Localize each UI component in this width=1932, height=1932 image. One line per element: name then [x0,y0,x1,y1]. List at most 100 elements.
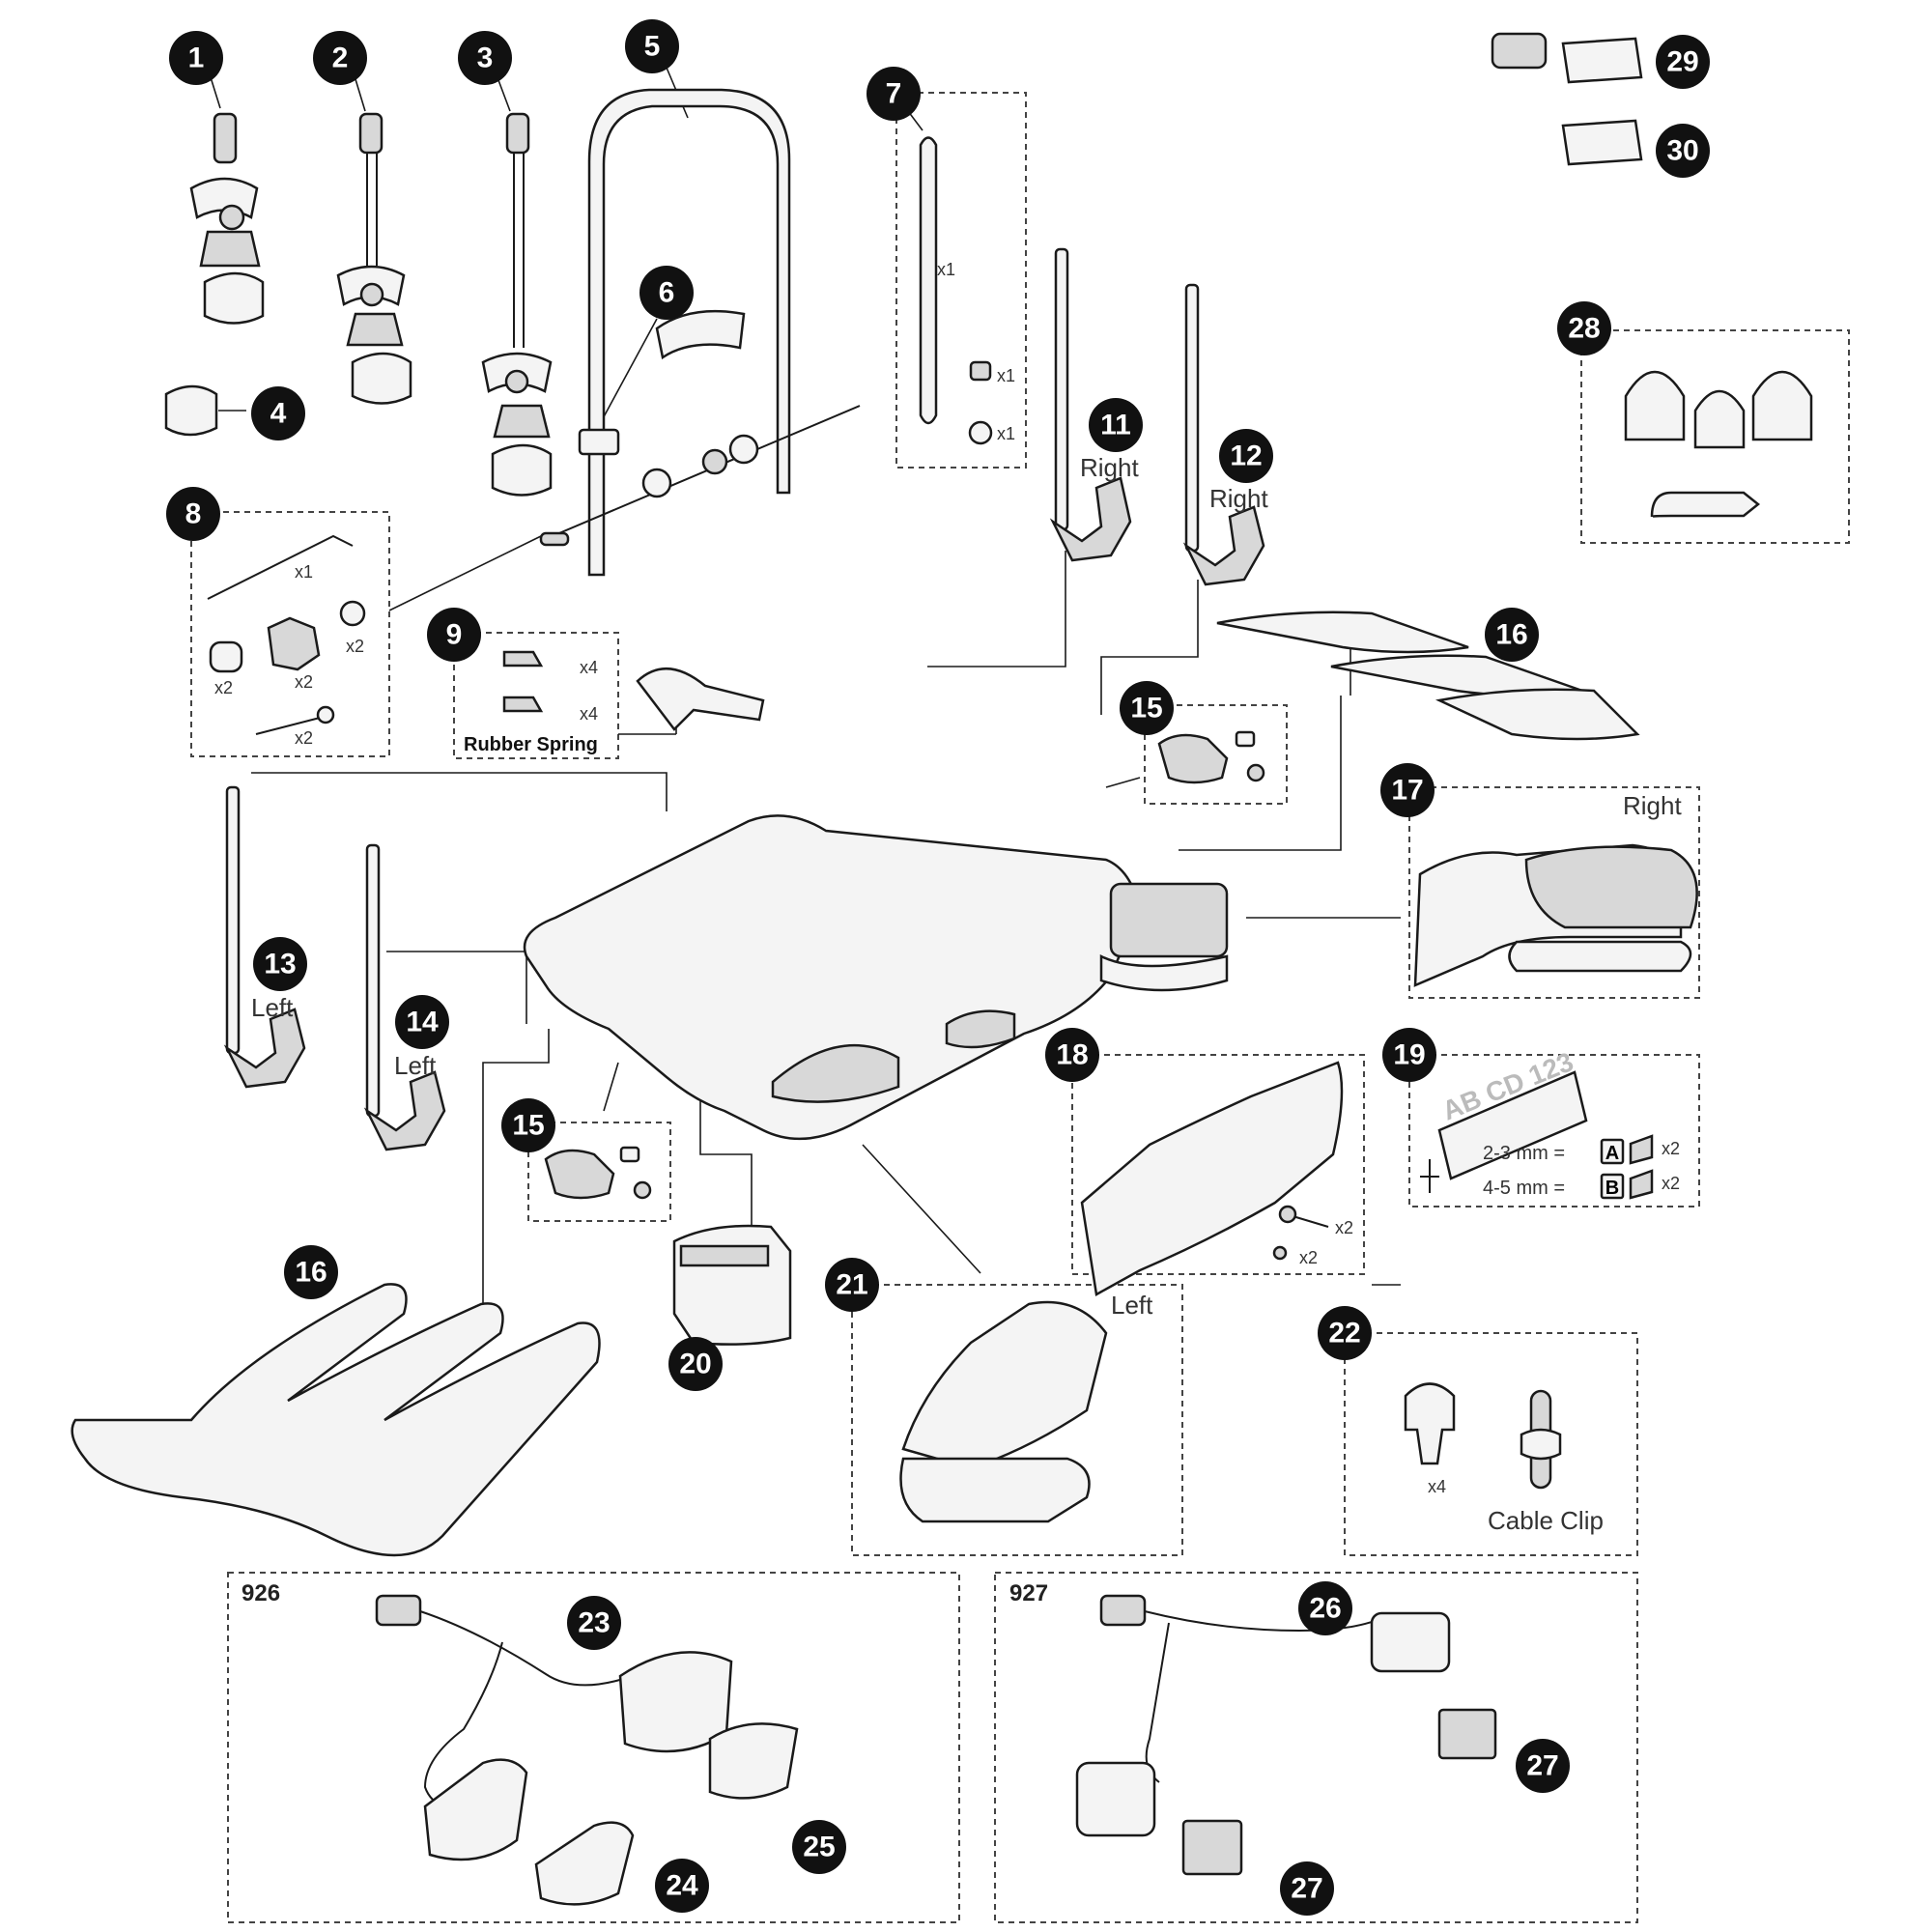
qty-8-washer: x2 [346,637,364,656]
group-box-926 [227,1572,960,1923]
part-plate-adapter [1420,1070,1654,1200]
qty-19-a: x2 [1662,1139,1680,1158]
callout-24-badge [655,1859,709,1913]
callout-3-badge [458,31,512,85]
callout-1: 1 [169,31,223,85]
callout-7-badge [867,67,921,121]
part-frame-holder-short [189,112,265,325]
part-strap-set [919,136,993,445]
callout-20-badge [668,1337,723,1391]
group-box-17 [1408,786,1700,999]
qty-9-b: x4 [580,704,598,724]
part-arm-right-12 [1182,283,1265,586]
callout-24-number: 24 [666,1870,698,1902]
label-right-17: Right [1623,791,1682,820]
kit-926-label: 926 [242,1580,280,1606]
part-lamp-housing-left [899,1300,1108,1523]
callout-12-badge [1219,429,1273,483]
callout-3: 3 [458,31,512,85]
group-box-15-top [1144,704,1288,805]
kit-927-label: 927 [1009,1580,1048,1606]
callout-19-number: 19 [1393,1039,1425,1071]
callout-25-number: 25 [803,1832,835,1863]
qty-8-bolt: x2 [295,728,313,748]
callout-28: 28 [1557,301,1611,355]
callout-27-bottom-number: 27 [1291,1873,1322,1905]
callout-19: 19 [1382,1028,1436,1082]
callout-23-badge [567,1596,621,1650]
qty-9-a: x4 [580,658,598,677]
thickness-b: 4-5 mm = [1483,1178,1565,1199]
callout-14-number: 14 [406,1007,439,1038]
part-frame-holder-long [481,112,553,497]
qty-19-b: x2 [1662,1174,1680,1193]
callout-22: 22 [1318,1306,1372,1360]
callout-27-bottom-badge [1280,1861,1334,1916]
callout-11: 11 [1089,398,1143,452]
label-right-11: Right [1080,453,1139,482]
group-box-28 [1580,329,1850,544]
callout-1-number: 1 [188,43,205,74]
part-knob-cover [164,384,218,437]
callout-23: 23 [567,1596,621,1650]
callout-14: 14 [395,995,449,1049]
callout-2-badge [313,31,367,85]
label-right-12: Right [1209,484,1268,513]
callout-18: 18 [1045,1028,1099,1082]
callout-21: 21 [825,1258,879,1312]
qty-7-washer: x1 [997,424,1015,443]
part-lamp-housing-right [1413,843,1698,987]
callout-5-number: 5 [644,31,661,63]
part-arm-left-13 [223,785,306,1089]
callout-2: 2 [313,31,367,85]
label-left-21: Left [1111,1291,1153,1320]
callout-16-bottom-number: 16 [295,1257,327,1289]
callout-12: 12 [1219,429,1273,483]
part-bike-arch [587,88,791,577]
callout-1-badge [169,31,223,85]
callout-20-number: 20 [679,1349,711,1380]
callout-15-top-badge [1120,681,1174,735]
callout-27-bottom: 27 [1280,1861,1334,1916]
callout-16-top-number: 16 [1495,619,1527,651]
qty-18-bolt: x2 [1335,1218,1353,1237]
label-left-14: Left [394,1051,437,1080]
group-box-22 [1344,1332,1638,1556]
callout-8-badge [166,487,220,541]
part-release-button-top [1157,730,1265,784]
group-box-21 [851,1284,1183,1556]
group-box-19 [1408,1054,1700,1208]
callout-16-bottom-badge [284,1245,338,1299]
group-box-15-bottom [527,1122,671,1222]
callout-25-badge [792,1820,846,1874]
callout-24: 24 [655,1859,709,1913]
callout-13-number: 13 [264,949,296,980]
callout-28-badge [1557,301,1611,355]
callout-30: 30 [1656,124,1710,178]
callout-6-badge [639,266,694,320]
part-rubber-spring [502,650,765,731]
thickness-a: 2-3 mm = [1483,1143,1565,1164]
callout-16-bottom: 16 [284,1245,338,1299]
callout-4-badge [251,386,305,440]
callout-8-number: 8 [185,498,202,530]
qty-8-knob: x2 [295,672,313,692]
callout-21-number: 21 [836,1269,867,1301]
callout-7-number: 7 [886,78,902,110]
part-wheel-holders-bottom [71,1283,601,1557]
callout-17: 17 [1380,763,1435,817]
qty-7-strap: x1 [937,260,955,279]
part-bulbs [1624,370,1813,519]
callout-28-number: 28 [1568,313,1600,345]
callout-26-badge [1298,1581,1352,1635]
callout-2-number: 2 [332,43,349,74]
callout-15-top-number: 15 [1130,693,1162,724]
callout-6: 6 [639,266,694,320]
part-side-cover [1080,1061,1344,1296]
qty-18-screw: x2 [1299,1248,1318,1267]
callout-13-badge [253,937,307,991]
callout-11-badge [1089,398,1143,452]
callout-15-bottom: 15 [501,1098,555,1152]
